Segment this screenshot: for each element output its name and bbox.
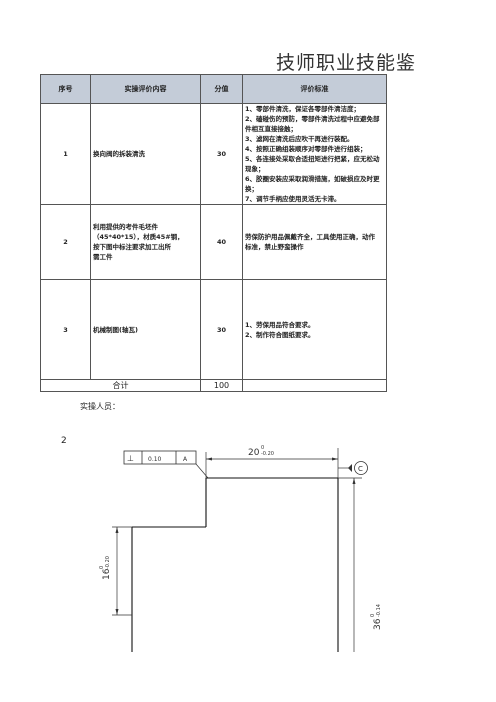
top-dim-value: 20 <box>248 448 260 458</box>
top-dim-upper: 0 <box>261 445 264 451</box>
arrow-down <box>115 609 119 615</box>
left-dim-value: 16 <box>102 568 112 580</box>
table-row: 1 换向阀的拆装清洗 30 1、零部件清洗，保证各零部件清洁度； 2、磕碰伤的预… <box>40 103 387 205</box>
right-dim-label: 36 0 -0.14 <box>370 604 383 630</box>
datum-label: C <box>358 465 363 473</box>
left-dim-label: 16 0 -0.20 <box>99 556 112 580</box>
right-dim-upper: 0 <box>370 614 376 617</box>
header-criteria: 评价标准 <box>242 74 387 104</box>
total-row: 合计 100 <box>40 379 387 392</box>
right-dimension-lines <box>338 477 362 652</box>
left-dim-lower: -0.20 <box>105 556 111 569</box>
row-no: 1 <box>40 103 91 205</box>
header-content: 实操评价内容 <box>90 74 201 104</box>
page-number: 2 <box>61 436 67 446</box>
arrow-top <box>352 478 356 484</box>
right-dim-lower: -0.14 <box>376 604 382 617</box>
total-value: 100 <box>200 379 243 392</box>
datum-triangle <box>348 464 352 472</box>
header-no: 序号 <box>40 74 91 104</box>
row-no: 3 <box>40 279 91 380</box>
row-criteria: 1、零部件清洗，保证各零部件清洁度； 2、磕碰伤的预防，零部件清洗过程中应避免部… <box>242 103 387 205</box>
row-score: 30 <box>200 103 243 205</box>
header-score: 分值 <box>200 74 243 104</box>
total-label: 合计 <box>40 379 201 392</box>
page-title: 技师职业技能鉴 <box>276 52 417 74</box>
row-content: 利用提供的考件毛坯件 （45*40*15），材质45#钢， 按下图中标注要求加工… <box>90 204 201 280</box>
frame-tolerance: 0.10 <box>148 456 162 463</box>
datum-circle <box>354 461 368 475</box>
left-dim-upper: 0 <box>99 566 105 569</box>
right-dim-value: 36 <box>373 618 383 630</box>
technical-drawing: ⊥ 0.10 A 20 0 -0.20 C 16 0 -0.20 <box>99 445 383 652</box>
left-dimension-lines <box>112 526 132 616</box>
row-content: 换向阀的拆装清洗 <box>90 103 201 205</box>
row-no: 2 <box>40 204 91 280</box>
row-content: 机械制图(轴瓦) <box>90 279 201 380</box>
tolerance-frame <box>123 450 197 465</box>
table-row: 2 利用提供的考件毛坯件 （45*40*15），材质45#钢， 按下图中标注要求… <box>40 204 387 280</box>
top-dim-lower: -0.20 <box>261 451 274 457</box>
row-score: 30 <box>200 279 243 380</box>
top-dimension-lines <box>205 448 339 478</box>
row-score: 40 <box>200 204 243 280</box>
row-criteria: 劳保防护用品佩戴齐全，工具使用正确，动作 标准，禁止野蛮操作 <box>242 204 387 280</box>
table-row: 3 机械制图(轴瓦) 30 1、劳保用品符合要求。 2、制作符合图纸要求。 <box>40 279 387 380</box>
arrow-left <box>206 457 212 461</box>
arrow-right <box>332 457 338 461</box>
total-empty <box>242 379 387 392</box>
perpendicularity-symbol: ⊥ <box>127 454 134 463</box>
evaluation-table: 序号 实操评价内容 分值 评价标准 1 换向阀的拆装清洗 30 1、零部件清洗，… <box>40 74 387 392</box>
table-header-row: 序号 实操评价内容 分值 评价标准 <box>40 74 387 104</box>
row-criteria: 1、劳保用品符合要求。 2、制作符合图纸要求。 <box>242 279 387 380</box>
arrow-up <box>115 527 119 533</box>
operator-label: 实操人员： <box>80 402 120 411</box>
frame-datum: A <box>183 456 188 463</box>
part-outline <box>131 477 339 652</box>
